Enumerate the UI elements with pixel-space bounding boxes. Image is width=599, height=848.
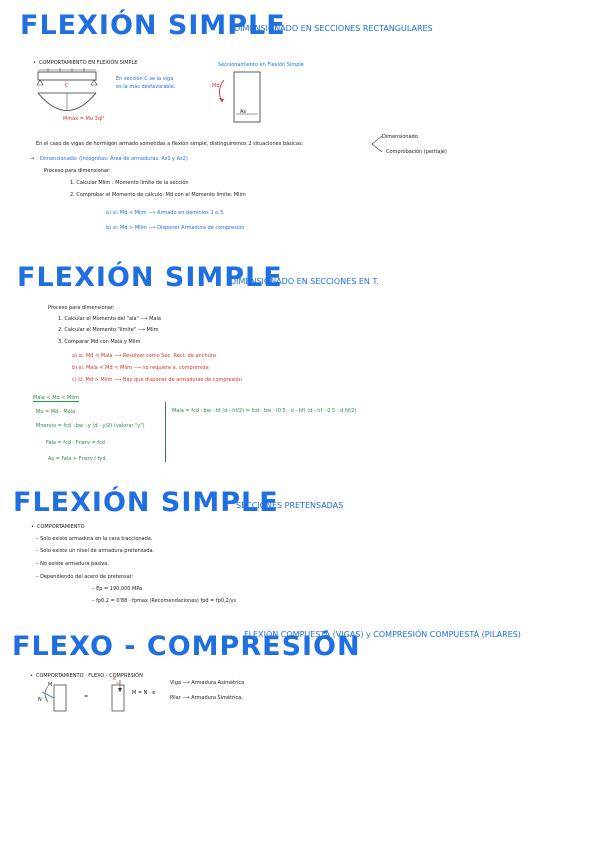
section1-title: FLEXIÓN SIMPLE [20,10,286,41]
s2-step3: 3. Comparar Md con Mala y Mlim [58,339,141,345]
section2-subtitle: DIMENSIONADO EN SECCIONES EN T. [230,277,379,286]
s2-step1: 1. Calcular el Momento del "ala" ⟶ Mala [58,316,161,322]
s3-item3-text: No existe armadura pasiva. [40,561,109,567]
s4-n-label: N [38,697,42,703]
s2-green-heading: Mala < Md < Mlim [33,395,80,402]
s2-divider [165,402,166,462]
svg-text:C: C [65,83,69,89]
s3-item1-text: Solo existe armadura en la cara traccion… [40,536,153,542]
section2-title: FLEXIÓN SIMPLE [17,262,283,293]
s3-comportamiento: COMPORTAMIENTO [31,524,85,530]
s4-equals: = [84,694,89,700]
s1-mmax-label: Mmáx = Mu 3ql² [63,116,105,122]
s1-paragraph: En el caso de vigas de hormigón armado s… [36,141,304,147]
s1-comportamiento: COMPORTAMIENTO EN FLEXIÓN SIMPLE [33,60,138,66]
s2-green-line3: Fala = fcd · Fnerv = fcd · [46,440,109,446]
beam-moment-diagram: C [36,68,98,111]
s4-mne: M = N · e [132,690,156,696]
s3-item6-text: fp0,2 = 0'88 · fpmax (Recomendaciones) f… [96,598,237,604]
s1-md-label: Md [212,83,220,89]
s1-branch-brace [371,135,383,153]
s1-case-b: b) si: Md > Mlim ⟶ Disponer Armadura de … [106,225,245,231]
s4-comportamiento: COMPORTAMIENTO · FLEXO - COMPRESIÓN [30,673,143,679]
s3-item2: – Solo existe un nivel de armadura prete… [36,548,155,554]
s3-item6: – fp0,2 = 0'88 · fpmax (Recomendaciones)… [92,598,237,604]
s2-case-c: c) si: Md > Mlim ⟶ Hay que disponer de a… [72,377,242,383]
section4-title: FLEXO - COMPRESIÓN [12,631,361,662]
s1-right-title: Seccionamiento en Flexión Simple [218,62,304,68]
s1-step1: 1. Calcular Mlim : Momento límite de la … [70,180,189,186]
s2-green-line4: As = Fala + Fnerv / fyd [48,456,106,462]
flexo-compresion-diagram [41,680,125,712]
section-diagram [219,71,261,123]
s2-green-line1: Mu = Md - Mala [36,409,76,415]
s3-item5: – Ep = 190.000 MPa [92,586,143,592]
s3-item3: – No existe armadura pasiva. [36,561,109,567]
s3-item4: – Dependiendo del acero de pretensar: [36,574,134,580]
s2-green-line2: Mnervio = fcd · bw · y (d - y/2) (valora… [36,423,145,429]
section3-subtitle: SECCIONES PRETENSADAS [236,501,344,510]
section3-title: FLEXIÓN SIMPLE [13,487,279,518]
section4-subtitle: FLEXIÓN COMPUESTA (VIGAS) y COMPRESIÓN C… [244,630,521,639]
s3-item4-text: Dependiendo del acero de pretensar: [40,574,134,580]
s1-dimensionado-arrow: → [30,156,35,162]
s4-e-label: e [113,676,117,682]
s1-branch-comprobacion: Comprobación (peritaje) [386,149,447,155]
s1-dimensionado: Dimensionado: (incógnitas: Área de armad… [40,156,188,162]
s1-note-line2: es la más desfavorable. [116,84,176,90]
s2-mala-formula: Mala = fcd · bw · hf (d - hf/2) = fcd · … [172,408,357,414]
s1-proceso: Proceso para dimensionar: [44,168,111,174]
s2-proceso: Proceso para dimensionar: [48,305,115,311]
s1-branch-dimensionado: Dimensionado [382,134,418,140]
s3-item2-text: Solo existe un nivel de armadura pretens… [40,548,155,554]
s1-note-line1: En sección C se la viga [116,76,174,82]
s1-step2: 2. Comprobar el Momento de cálculo: Md c… [70,192,246,198]
s1-as-label: As [240,109,247,115]
s4-pilar: Pilar ⟶ Armadura Simétrica. [170,695,243,701]
s3-item5-text: Ep = 190.000 MPa [96,586,143,592]
s2-case-b: b) si: Mala < Md < Mlim ⟶ no requiere a.… [72,365,209,371]
section1-subtitle: DIMENSIONADO EN SECCIONES RECTANGULARES [234,24,433,33]
s1-case-a: a) si: Md < Mlim ⟶ Armado en dominios 2 … [106,210,225,216]
s2-case-a: a) si: Md < Mala ⟶ Resolver como Sec. Re… [72,353,216,359]
s2-step2: 2. Calcular el Momento "límite" ⟶ Mlim [58,327,159,333]
s3-item1: – Solo existe armadura en la cara tracci… [36,536,153,542]
s4-m-label: M [48,682,53,688]
s4-viga: Viga ⟶ Armadura Asimétrica [170,680,245,686]
